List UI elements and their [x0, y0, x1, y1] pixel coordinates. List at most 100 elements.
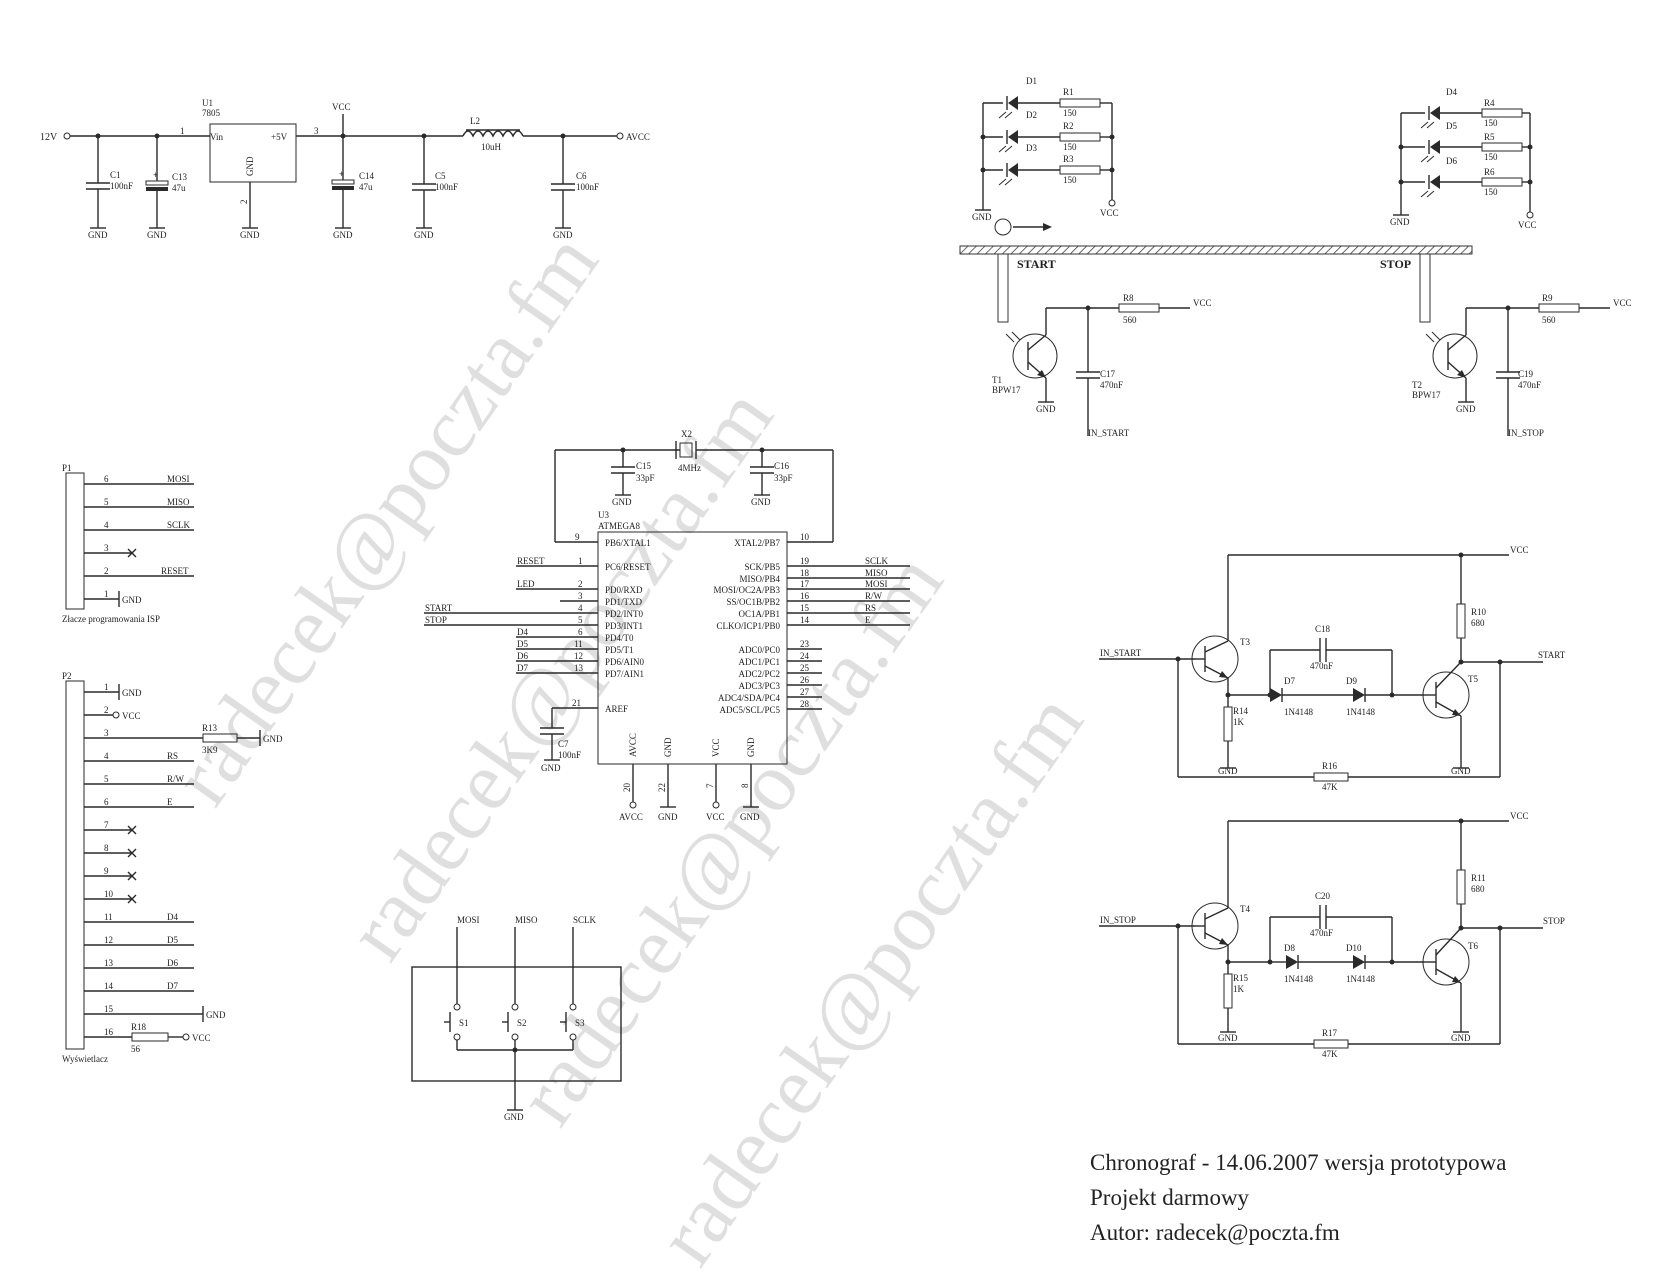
- net-label: RESET: [517, 556, 545, 566]
- r9-value: 560: [1542, 315, 1556, 325]
- display-pin: 12 D5: [84, 935, 194, 946]
- c6-ref: C6: [576, 171, 587, 181]
- r11-ref: R11: [1471, 873, 1486, 883]
- pin-number: 25: [800, 663, 810, 673]
- pin-number: 16: [104, 1027, 114, 1037]
- pin-number: 28: [800, 699, 810, 709]
- x2-ref: X2: [681, 429, 692, 439]
- l2-ref: L2: [470, 116, 480, 126]
- display-caption: Wyświetlacz: [62, 1054, 108, 1064]
- led-d1: [1008, 96, 1018, 110]
- resistor-r1: [1059, 98, 1101, 108]
- display-pin: 3 R13 3K9 GND: [84, 723, 283, 755]
- r4-value: 150: [1484, 118, 1498, 128]
- net-label: MISO: [167, 497, 190, 507]
- mcu-pin: 25 ADC2/PC2: [738, 663, 822, 679]
- net-label: STOP: [425, 615, 447, 625]
- pin-name: CLKO/ICP1/PB0: [716, 621, 780, 631]
- mcu-pin: 14 CLKO/ICP1/PB0 E: [716, 615, 910, 631]
- vcc-label: VCC: [1510, 545, 1529, 555]
- pin-number: 3: [578, 591, 583, 601]
- pin-number: 4: [104, 520, 109, 530]
- net-label: D5: [167, 935, 178, 945]
- c19-ref: C19: [1518, 369, 1534, 379]
- mcu-section: X2 4MHz C15 33pF GND C16 33pF GND U3 ATM…: [424, 429, 910, 822]
- mcu-pin: 10 XTAL2/PB7: [734, 532, 809, 548]
- mcu-pin: 24 ADC1/PC1: [738, 651, 822, 667]
- pin-name: GND: [663, 737, 673, 757]
- t3-ref: T3: [1240, 637, 1250, 647]
- pin-number: 11: [574, 639, 583, 649]
- u1-out-pin: +5V: [271, 132, 288, 142]
- resistor-r9: [1538, 303, 1580, 313]
- in-stop-label: IN_STOP: [1508, 428, 1544, 438]
- net-label: D5: [517, 639, 528, 649]
- pin-number: 16: [800, 591, 810, 601]
- pin-number: 8: [740, 783, 750, 788]
- pin-number: 22: [657, 783, 667, 792]
- no-connect-icon: [127, 871, 137, 881]
- no-connect-icon: [127, 848, 137, 858]
- pin-name: AREF: [605, 704, 628, 714]
- isp-pin: 2 RESET: [84, 566, 194, 577]
- l2-inductor: [462, 130, 524, 138]
- resistor-r10: [1456, 603, 1466, 639]
- resistor-r15: [1223, 973, 1233, 1009]
- pin-number: 27: [800, 687, 810, 697]
- pin-number: 21: [572, 698, 581, 708]
- display-pin: 15 GND: [84, 1004, 226, 1022]
- resistor-r4: [1481, 108, 1523, 118]
- gnd-label: GND: [333, 230, 353, 240]
- isp-pin: 4 SCLK: [84, 520, 194, 531]
- switch-s2: S2: [502, 1003, 527, 1041]
- display-pin: 5 R/W: [84, 774, 194, 785]
- pin-number: 6: [578, 627, 583, 637]
- amplifier-stop: VCC R11 680 IN_STOP T4 R15 1K GND D8 1N: [1099, 811, 1565, 1059]
- d5-ref: D5: [1446, 121, 1457, 131]
- diode-d9: [1353, 688, 1365, 702]
- pin-number: 12: [104, 935, 113, 945]
- r5-value: 150: [1484, 152, 1498, 162]
- pin-name: PD7/AIN1: [605, 669, 644, 679]
- c15-ref: C15: [636, 461, 652, 471]
- gnd-label: GND: [147, 230, 167, 240]
- pin-number: 7: [705, 783, 715, 788]
- pin-name: PD1/TXD: [605, 597, 643, 607]
- pin-name: PD4/T0: [605, 633, 634, 643]
- pin-number: 1: [104, 589, 109, 599]
- display-pin: 7: [84, 820, 137, 835]
- transistor-t4: [1191, 902, 1239, 950]
- pin-number: 24: [800, 651, 810, 661]
- net-label: LED: [517, 579, 535, 589]
- pin-number: 15: [104, 1004, 114, 1014]
- gnd-label: GND: [1451, 1033, 1471, 1043]
- r5-ref: R5: [1484, 132, 1495, 142]
- resistor-r11: [1456, 869, 1466, 905]
- gate-stop-label: STOP: [1380, 257, 1411, 271]
- r11-value: 680: [1471, 884, 1485, 894]
- led-d3: [1008, 163, 1018, 177]
- t2-value: BPW17: [1412, 390, 1441, 400]
- transistor-t6: [1422, 938, 1470, 986]
- c14-value: 47u: [359, 182, 373, 192]
- pin-name: ADC2/PC2: [738, 669, 780, 679]
- r4-ref: R4: [1484, 98, 1495, 108]
- r15-value: 1K: [1233, 984, 1245, 994]
- c16-ref: C16: [774, 461, 790, 471]
- gnd-label: GND: [88, 230, 108, 240]
- resistor-r5: [1481, 142, 1523, 152]
- net-label: GND: [658, 812, 678, 822]
- gnd-label: GND: [1390, 217, 1410, 227]
- r14-value: 1K: [1233, 717, 1245, 727]
- sensor-stop: GND T2 BPW17 R9 560 VCC C19 470nF IN_STO…: [1412, 293, 1632, 438]
- net-label: VCC: [706, 812, 725, 822]
- r18-ref: R18: [131, 1022, 147, 1032]
- net-label: D6: [167, 958, 178, 968]
- mcu-pin: 15 OC1A/PB1 RS: [738, 603, 910, 619]
- gnd-label: GND: [541, 763, 561, 773]
- pin-name: ADC0/PC0: [738, 645, 780, 655]
- c17-value: 470nF: [1100, 380, 1123, 390]
- display-pin: 14 D7: [84, 981, 194, 992]
- r3-value: 150: [1063, 175, 1077, 185]
